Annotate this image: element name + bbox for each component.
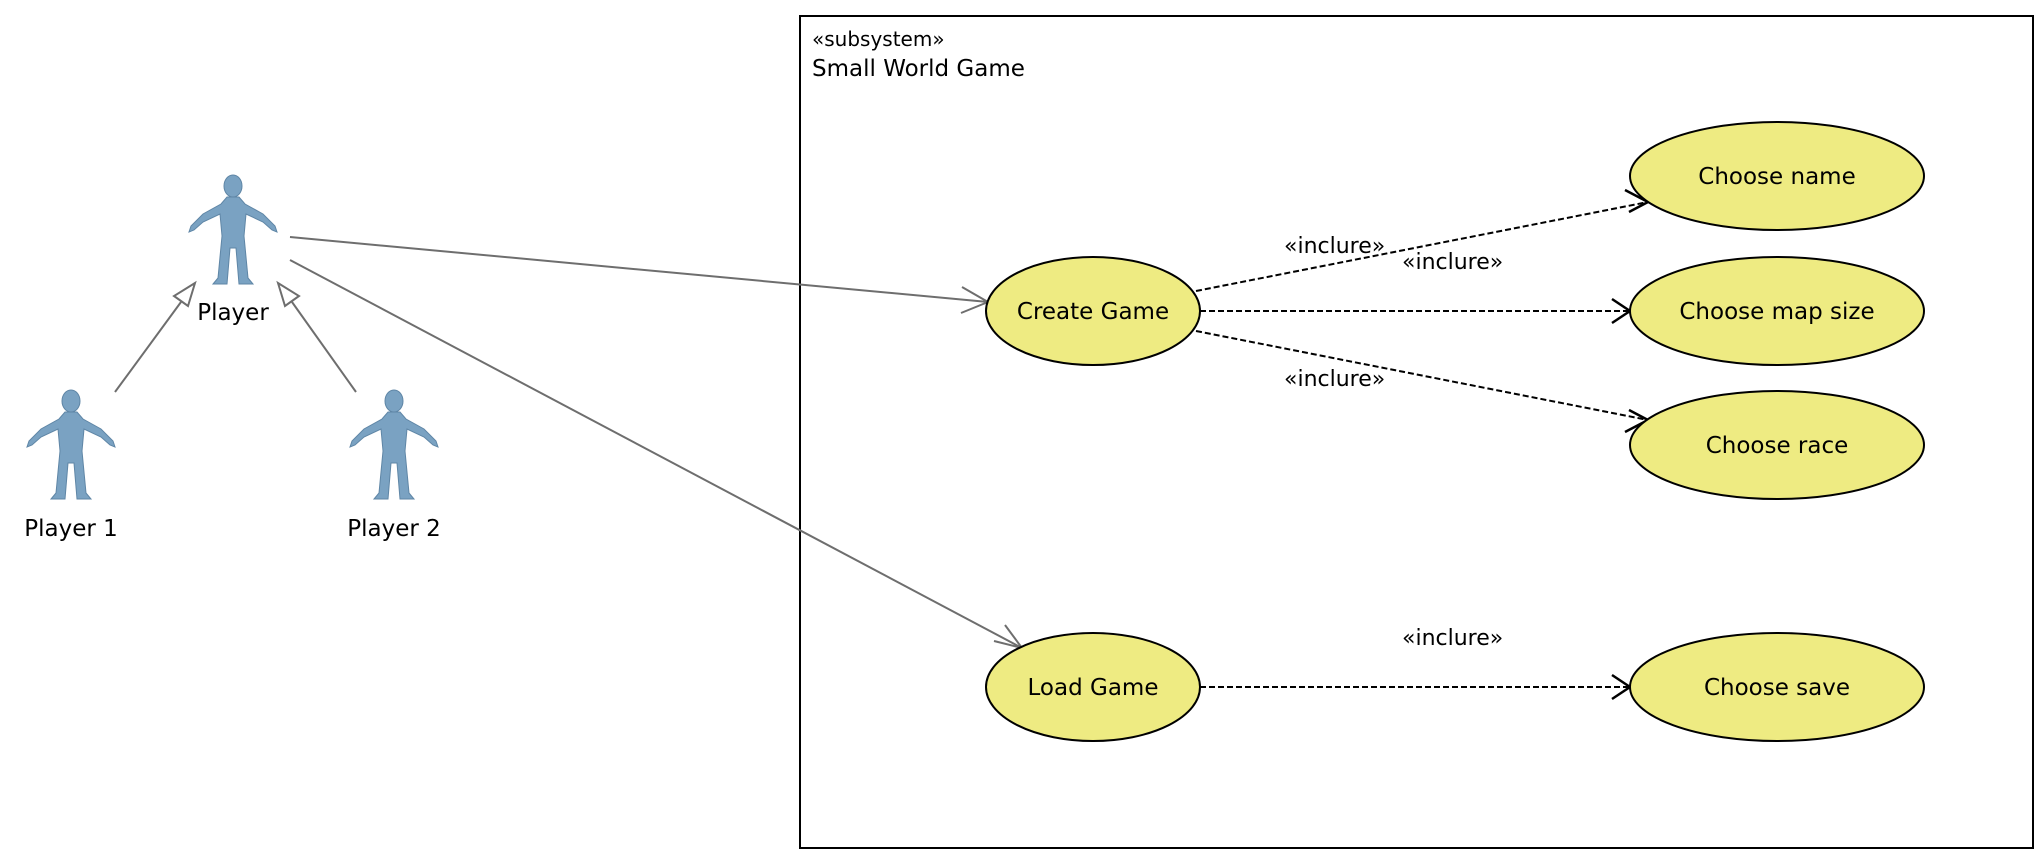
generalization-arrowhead	[276, 280, 301, 308]
actor-label: Player 2	[347, 516, 441, 542]
include-create-game-choose-race[interactable]: «inclure»	[1195, 330, 1651, 434]
actor-player[interactable]: Player	[188, 174, 278, 326]
include-create-game-choose-name[interactable]: «inclure»	[1195, 188, 1651, 292]
use-case-load-game[interactable]: Load Game	[985, 632, 1201, 742]
use-case-choose-map-size[interactable]: Choose map size	[1629, 256, 1925, 366]
use-case-label: Choose race	[1706, 433, 1849, 459]
include-create-game-choose-map-size[interactable]: «inclure»	[1200, 250, 1633, 325]
use-case-label: Choose name	[1698, 164, 1855, 190]
actor-label: Player	[197, 300, 269, 326]
actor-player-1[interactable]: Player 1	[24, 389, 118, 542]
include-label: «inclure»	[1402, 626, 1503, 651]
use-case-choose-name[interactable]: Choose name	[1629, 121, 1925, 231]
actor-player-2[interactable]: Player 2	[347, 389, 441, 542]
subsystem-stereotype: «subsystem»	[812, 27, 945, 51]
include-label: «inclure»	[1284, 234, 1385, 259]
actor-icon	[26, 389, 116, 500]
use-case-label: Choose map size	[1679, 299, 1874, 325]
use-case-label: Choose save	[1704, 675, 1850, 701]
use-case-choose-save[interactable]: Choose save	[1629, 632, 1925, 742]
use-case-label: Load Game	[1028, 675, 1159, 701]
actor-icon	[188, 174, 278, 285]
subsystem-title: Small World Game	[812, 56, 1025, 82]
generalization-player2-to-player[interactable]	[276, 280, 357, 393]
include-label: «inclure»	[1284, 367, 1385, 392]
actor-icon	[349, 389, 439, 500]
include-load-game-choose-save[interactable]: «inclure»	[1200, 626, 1633, 701]
actor-label: Player 1	[24, 516, 118, 542]
use-case-create-game[interactable]: Create Game	[985, 256, 1201, 366]
generalization-arrowhead	[172, 280, 197, 308]
association-player-create-game[interactable]	[289, 236, 991, 314]
use-case-label: Create Game	[1017, 299, 1169, 325]
include-label: «inclure»	[1402, 250, 1503, 275]
generalization-player1-to-player[interactable]	[114, 280, 197, 393]
use-case-choose-race[interactable]: Choose race	[1629, 390, 1925, 500]
subsystem-boundary[interactable]: «subsystem» Small World Game	[799, 15, 2034, 849]
